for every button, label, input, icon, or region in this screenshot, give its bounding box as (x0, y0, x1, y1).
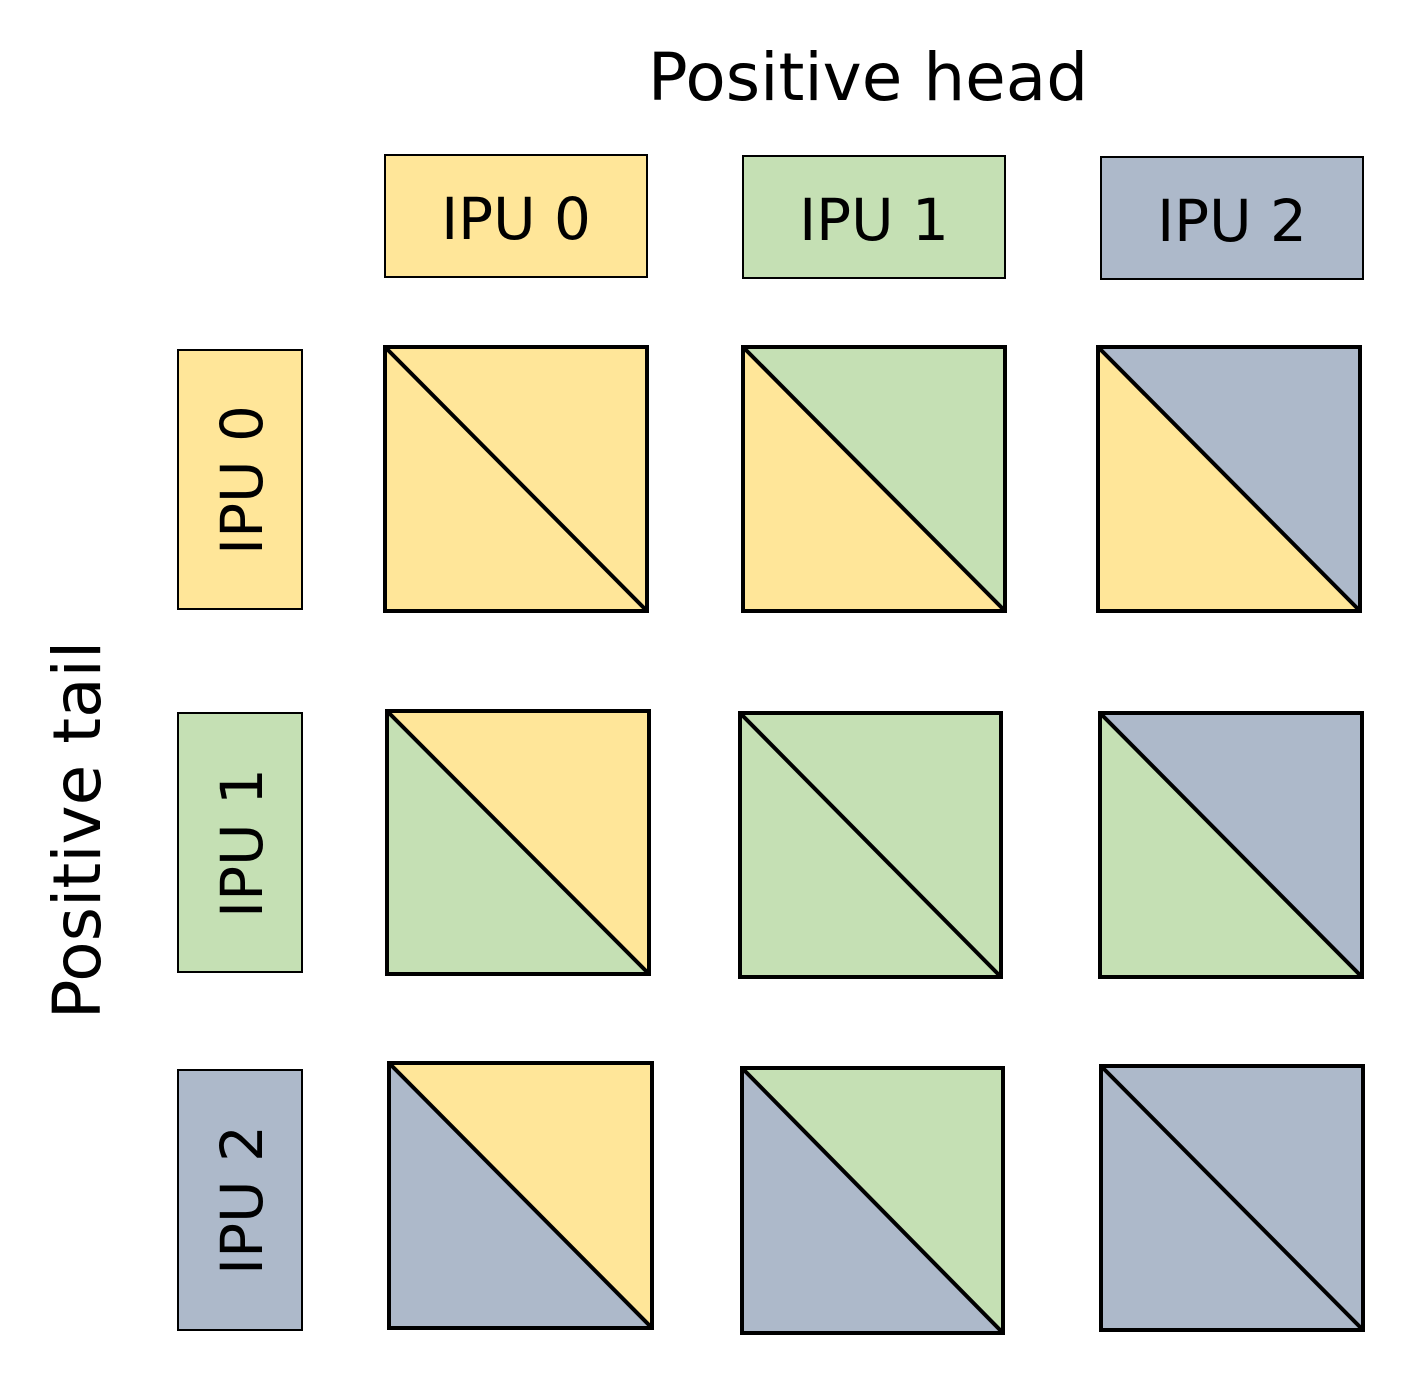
tail-label-text: IPU 2 (208, 1125, 276, 1275)
head-label-text: IPU 2 (1157, 187, 1307, 255)
cell-r0-c1 (741, 345, 1007, 613)
cell-border (741, 345, 1007, 613)
head-label-box (1100, 156, 1364, 280)
cell-r2-c1 (740, 1066, 1005, 1335)
cell-diagonal (1098, 711, 1364, 979)
cell-diagonal (740, 1066, 1005, 1335)
cell-diagonal (383, 345, 649, 613)
tail-label-ipu-1: IPU 1 (177, 712, 303, 973)
head-label-ipu-1: IPU 1 (742, 155, 1006, 279)
cell-border (383, 345, 649, 613)
cell-border (740, 1066, 1005, 1335)
cell-border (1099, 1064, 1365, 1332)
head-label-text: IPU 1 (799, 186, 949, 254)
head-label-box (384, 154, 648, 278)
cell-diagonal (741, 345, 1007, 613)
cell-border (1098, 711, 1364, 979)
cell-r1-c0 (385, 709, 651, 976)
tail-label-text: IPU 1 (208, 768, 276, 918)
positive-tail-title: Positive tail (39, 641, 116, 1019)
positive-head-title: Positive head (648, 39, 1088, 116)
cell-diagonal (738, 711, 1003, 979)
tail-label-text: IPU 0 (208, 405, 276, 555)
tail-label-box (177, 712, 303, 973)
cell-r2-c2 (1099, 1064, 1365, 1332)
head-label-box (742, 155, 1006, 279)
cell-border (387, 1061, 654, 1330)
cell-border (385, 709, 651, 976)
head-label-ipu-2: IPU 2 (1100, 156, 1364, 280)
tail-label-ipu-2: IPU 2 (177, 1069, 303, 1331)
cell-r2-c0 (387, 1061, 654, 1330)
cell-border (1096, 345, 1362, 613)
cell-r1-c2 (1098, 711, 1364, 979)
head-label-ipu-0: IPU 0 (384, 154, 648, 278)
cell-diagonal (1096, 345, 1362, 613)
tail-label-box (177, 349, 303, 610)
head-label-text: IPU 0 (441, 185, 591, 253)
cell-r1-c1 (738, 711, 1003, 979)
cell-diagonal (387, 1061, 654, 1330)
cell-diagonal (385, 709, 651, 976)
tail-label-ipu-0: IPU 0 (177, 349, 303, 610)
tail-label-box (177, 1069, 303, 1331)
cell-r0-c2 (1096, 345, 1362, 613)
cell-r0-c0 (383, 345, 649, 613)
cell-border (738, 711, 1003, 979)
cell-diagonal (1099, 1064, 1365, 1332)
